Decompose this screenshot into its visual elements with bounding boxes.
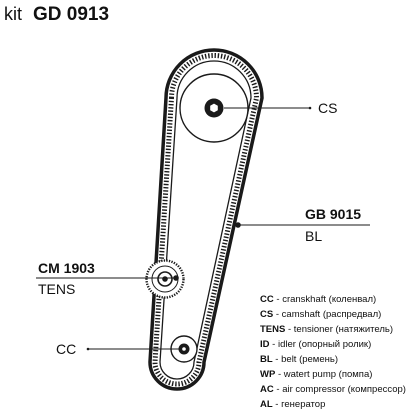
tensioner-pulley (145, 259, 185, 299)
legend-row: AL - генератор (260, 399, 325, 410)
legend-desc: cranskhaft (коленвал) (282, 294, 376, 305)
label-belt-type: BL (305, 228, 322, 244)
leader-cc-dot (86, 347, 90, 351)
legend-sep: - (274, 294, 282, 305)
belt-teeth (152, 53, 260, 387)
legend-code: AC (260, 384, 274, 395)
legend-row: WP - watert pump (помпа) (260, 369, 372, 380)
legend-sep: - (273, 354, 281, 365)
legend-sep: - (275, 369, 283, 380)
label-belt-part: GB 9015 (305, 206, 361, 222)
label-cs: CS (318, 100, 337, 116)
legend-desc: watert pump (помпа) (283, 369, 373, 380)
legend-desc: belt (ремень) (281, 354, 338, 365)
legend-code: WP (260, 369, 276, 380)
legend-desc: air compressor (компрессор) (282, 384, 406, 395)
kit-title-prefix: kit (4, 4, 22, 24)
legend-row: TENS - tensioner (натяжитель) (260, 324, 393, 335)
legend-sep: - (285, 324, 293, 335)
legend-sep: - (274, 384, 282, 395)
legend-code: AL (260, 399, 273, 410)
legend-desc: idler (опорный ролик) (278, 339, 371, 350)
legend-code: CS (260, 309, 273, 320)
legend: CC - cranskhaft (коленвал) CS - camshaft… (260, 294, 406, 410)
legend-row: CS - camshaft (распредвал) (260, 309, 381, 320)
belt-inner-edge (159, 60, 252, 380)
leader-tensioner-dot (173, 275, 179, 281)
kit-title: kit GD 0913 (4, 4, 109, 25)
leader-belt-dot (235, 222, 241, 228)
legend-desc: camshaft (распредвал) (282, 309, 382, 320)
belt-outer-edge (148, 48, 264, 391)
legend-code: CC (260, 294, 274, 305)
legend-row: CC - cranskhaft (коленвал) (260, 294, 376, 305)
legend-sep: - (270, 339, 278, 350)
legend-code: BL (260, 354, 273, 365)
label-tensioner-part: CM 1903 (38, 260, 95, 276)
legend-row: BL - belt (ремень) (260, 354, 338, 365)
legend-row: ID - idler (опорный ролик) (260, 339, 371, 350)
label-cc: CC (56, 341, 76, 357)
label-tensioner-type: TENS (38, 281, 75, 297)
legend-row: AC - air compressor (компрессор) (260, 384, 406, 395)
camshaft-pulley (179, 73, 249, 143)
legend-sep: - (273, 309, 281, 320)
leader-cs-dot (308, 106, 312, 110)
legend-sep: - (273, 399, 281, 410)
kit-code: GD 0913 (33, 4, 109, 25)
crankshaft-pulley (170, 335, 198, 363)
legend-code: TENS (260, 324, 285, 335)
legend-code: ID (260, 339, 270, 350)
legend-desc: tensioner (натяжитель) (294, 324, 393, 335)
legend-desc: генератор (281, 399, 325, 410)
